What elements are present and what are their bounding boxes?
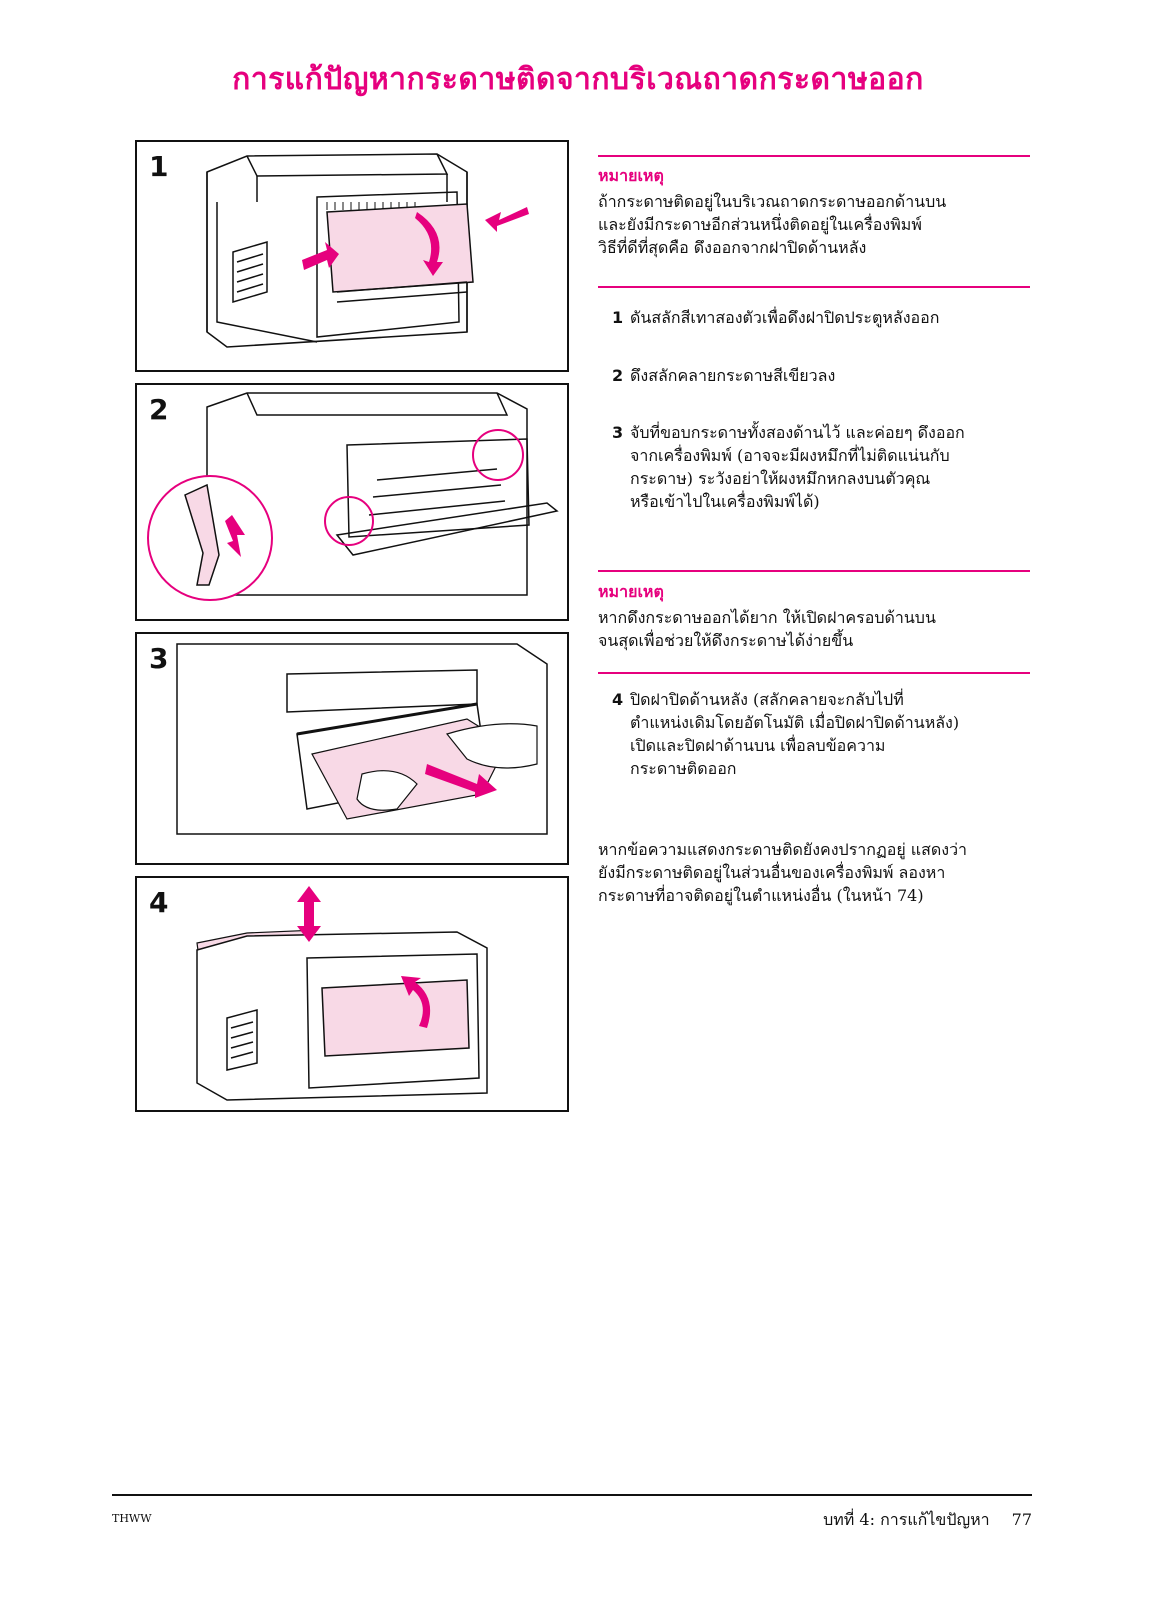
paragraph-line: กระดาษที่อาจติดอยู่ในตำแหน่งอื่น (ในหน้า… [598,886,924,905]
step-line: ดันสลักสีเทาสองตัวเพื่อดึงฝาปิดประตูหลัง… [630,308,940,327]
note2-text: หากดึงกระดาษออกได้ยาก ให้เปิดฝาครอบด้านบ… [598,606,1028,652]
step-4: 4 ปิดฝาปิดด้านหลัง (สลักคลายจะกลับไปที่ … [612,688,1032,780]
step-number: 4 [612,690,624,709]
note2-label: หมายเหตุ [598,582,664,601]
paragraph-line: หากข้อความแสดงกระดาษติดยังคงปรากฏอยู่ แส… [598,840,968,859]
illustration-panel-2: 2 [135,383,569,621]
note1-label: หมายเหตุ [598,166,664,185]
note1-line: วิธีที่ดีที่สุดคือ ดึงออกจากฝาปิดด้านหลั… [598,238,867,257]
panel-number-4: 4 [149,886,169,919]
note2-bottom-rule [598,672,1030,674]
note1-bottom-rule [598,286,1030,288]
note2-top-rule [598,570,1030,572]
footer-chapter: บทที่ 4: การแก้ไขปัญหา [823,1510,990,1529]
step-1: 1 ดันสลักสีเทาสองตัวเพื่อดึงฝาปิดประตูหล… [612,306,1032,329]
illustration-panel-3: 3 [135,632,569,865]
page-title: การแก้ปัญหากระดาษติดจากบริเวณถาดกระดาษออ… [232,62,924,97]
step-3: 3 จับที่ขอบกระดาษทั้งสองด้านไว้ และค่อยๆ… [612,421,1032,513]
step-line: ดึงสลักคลายกระดาษสีเขียวลง [630,366,836,385]
followup-paragraph: หากข้อความแสดงกระดาษติดยังคงปรากฏอยู่ แส… [598,838,1030,907]
footer-doc-code: THWW [112,1512,152,1525]
step-line: ปิดฝาปิดด้านหลัง (สลักคลายจะกลับไปที่ [630,690,904,709]
illustration-panel-1: 1 [135,140,569,372]
note1-top-rule [598,155,1030,157]
step-line: จับที่ขอบกระดาษทั้งสองด้านไว้ และค่อยๆ ด… [630,423,965,442]
note1-text: ถ้ากระดาษติดอยู่ในบริเวณถาดกระดาษออกด้าน… [598,190,1028,259]
note1-line: ถ้ากระดาษติดอยู่ในบริเวณถาดกระดาษออกด้าน… [598,192,947,211]
step-number: 1 [612,308,624,327]
page-number: 77 [1011,1510,1032,1529]
step-line: กระดาษ) ระวังอย่าให้ผงหมึกหกลงบนตัวคุณ [630,469,931,488]
step-number: 3 [612,423,624,442]
step-line: จากเครื่องพิมพ์ (อาจจะมีผงหมึกที่ไม่ติดแ… [630,446,950,465]
printer-remove-paper-illustration [176,643,548,835]
printer-close-door-illustration [196,886,488,1101]
panel-number-3: 3 [149,642,169,675]
note2-line: จนสุดเพื่อช่วยให้ดึงกระดาษได้ง่ายขึ้น [598,631,854,650]
printer-release-lever-illustration [147,392,559,601]
step-line: เปิดและปิดฝาด้านบน เพื่อลบข้อความ [630,736,886,755]
step-line: กระดาษติดออก [630,759,737,778]
illustration-panel-4: 4 [135,876,569,1112]
note1-line: และยังมีกระดาษอีกส่วนหนึ่งติดอยู่ในเครื่… [598,215,922,234]
paragraph-line: ยังมีกระดาษติดอยู่ในส่วนอื่นของเครื่องพิ… [598,863,946,882]
note2-line: หากดึงกระดาษออกได้ยาก ให้เปิดฝาครอบด้านบ… [598,608,936,627]
panel-number-1: 1 [149,150,169,183]
printer-rear-door-illustration [206,153,529,348]
footer-chapter-page: บทที่ 4: การแก้ไขปัญหา 77 [823,1508,1032,1533]
panel-number-2: 2 [149,393,169,426]
step-2: 2 ดึงสลักคลายกระดาษสีเขียวลง [612,364,1032,387]
step-line: ตำแหน่งเดิมโดยอัตโนมัติ เมื่อปิดฝาปิดด้า… [630,713,960,732]
footer-rule [112,1494,1032,1496]
step-line: หรือเข้าไปในเครื่องพิมพ์ได้) [630,492,820,511]
step-number: 2 [612,366,624,385]
